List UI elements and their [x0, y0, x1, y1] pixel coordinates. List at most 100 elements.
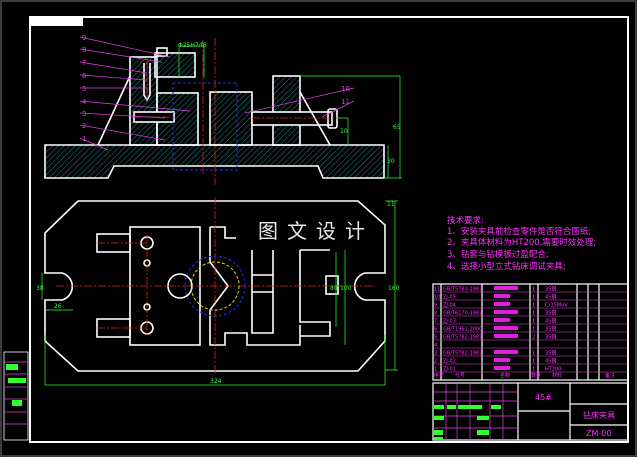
corner-box [31, 18, 83, 26]
cell-code: ZJ-01 [443, 367, 456, 373]
part-name-bar [494, 318, 510, 322]
cell-no: 8 [434, 311, 437, 317]
cell-qty: 1 [532, 327, 535, 333]
part-name-bar [494, 310, 518, 314]
front-dimensions [178, 45, 402, 179]
header-cell: 备注 [605, 372, 615, 379]
tech-item: 4、选择小型立式钻床调试夹具; [447, 261, 566, 272]
table-row: 4 [433, 343, 628, 349]
tech-title: 技术要求: [447, 215, 484, 226]
part-name-bar [494, 350, 518, 354]
header-cell: 数量 [531, 372, 541, 379]
cell-material: 35钢 [545, 334, 556, 341]
hidden-bushing-outline [172, 82, 238, 171]
hidden-circle [184, 255, 246, 317]
parts-list-header: 序号 代号 名称 数量 材料 备注 [434, 372, 615, 379]
cell-no: 3 [434, 351, 437, 357]
cell-qty: 1 [532, 367, 535, 373]
part-label: 9 [82, 34, 86, 42]
table-row: 6 GB/T1961-2000 1 35钢 [433, 326, 628, 333]
cell-no: 1 [434, 367, 437, 373]
cell-code: GB/T1961-2000 [443, 327, 482, 333]
cell-code: GB/T5783-1987 [443, 287, 482, 293]
header-cell: 序号 [434, 372, 444, 379]
dimension-label: 160 [388, 285, 400, 292]
part-name-bar [494, 326, 518, 330]
tech-item: 3、钻套与钻模板过盈配合; [447, 249, 549, 260]
dimension-label: 30 [387, 158, 395, 165]
cell-no: 4 [434, 343, 437, 349]
cell-qty: 1 [532, 295, 535, 301]
cell-qty: 2 [532, 335, 535, 341]
dimension-label: 26 [54, 303, 62, 310]
header-cell: 代号 [455, 372, 465, 379]
title-block-grid [433, 383, 518, 440]
table-row: 3 GB/T5782-1987 1 35钢 [433, 350, 628, 357]
part-label: 11 [341, 98, 350, 106]
cell-qty: 1 [532, 351, 535, 357]
cell-qty: 1 [532, 303, 535, 309]
header-cell: 名称 [500, 372, 510, 379]
cell-material: 35钢 [545, 286, 556, 293]
dimension-label: 65 [393, 124, 401, 131]
watermark: 图文设计 [258, 219, 374, 243]
drawing-name: 钻床夹具 [583, 410, 615, 420]
tech-item: 1、安装夹具前检查零件是否符合图纸; [447, 226, 591, 237]
cell-no: 10 [434, 295, 440, 301]
dimension-label: 100 [340, 285, 352, 292]
cell-material: 35钢 [545, 326, 556, 333]
dimension-label: 80 [330, 285, 338, 292]
cell-no: 7 [434, 319, 437, 325]
front-view-section [44, 47, 385, 179]
drawing-number: ZM-00 [586, 429, 611, 438]
part-name-bar [494, 302, 510, 306]
part-name-bar [494, 294, 510, 298]
dimension-label: 324 [210, 378, 222, 385]
cell-no: 6 [434, 327, 437, 333]
cell-material: 45钢 [545, 358, 556, 365]
hidden-circle [190, 261, 240, 311]
cell-no: 11 [434, 287, 440, 293]
cell-qty: 1 [532, 359, 535, 365]
part-label: 6 [82, 72, 87, 80]
part-name-bar [494, 286, 518, 290]
part-label: 2 [82, 122, 86, 130]
leader-lines [79, 36, 355, 151]
drawing-frame [29, 16, 629, 443]
cell-code: GB/T6170-1987 [443, 311, 482, 317]
part-label: 1 [82, 135, 86, 143]
cell-code: ZJ-02 [443, 359, 456, 365]
tech-requirements: 技术要求: 1、安装夹具前检查零件是否符合图纸; 2、夹具体材料为HT200,需… [447, 215, 596, 272]
cell-material: 45钢 [545, 318, 556, 325]
cell-qty: 1 [532, 319, 535, 325]
part-name-bar [494, 366, 510, 370]
cell-material: Cr15MoV [545, 303, 568, 309]
cell-code: GB/T5782-1987 [443, 351, 482, 357]
fit-dimension: Φ25H7/f6 [178, 42, 207, 49]
part-name-bar [494, 334, 518, 338]
part-name-bar [494, 358, 510, 362]
cell-qty: 1 [532, 287, 535, 293]
cell-material: 35钢 [545, 350, 556, 357]
plan-center-lines [56, 197, 375, 375]
part-label: 8 [82, 46, 86, 54]
part-label: 7 [82, 59, 86, 67]
cell-material: 35钢 [545, 310, 556, 317]
part-label: 3 [82, 110, 86, 118]
part-label: 4 [82, 98, 87, 106]
cell-code: ZJ-05 [443, 295, 456, 301]
cell-code: ZJ-04 [443, 303, 456, 309]
cell-material: 45钢 [545, 294, 556, 301]
plan-dimensions [41, 200, 398, 386]
